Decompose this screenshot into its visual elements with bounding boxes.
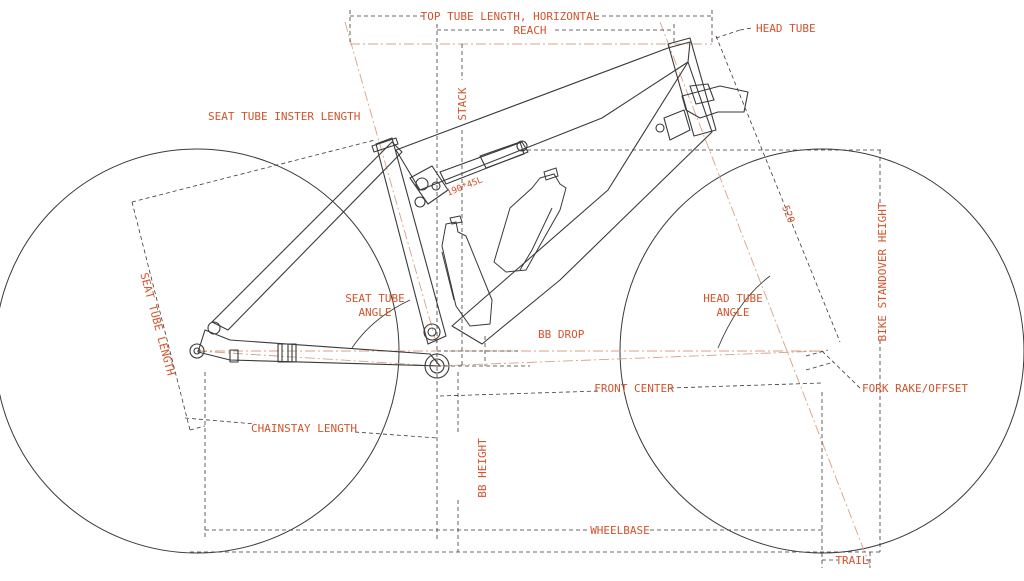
reach-label: REACH <box>513 24 546 37</box>
bb-drop-label: BB DROP <box>538 328 585 341</box>
fork-length-label: 520 <box>779 204 796 225</box>
angle-arcs <box>351 275 771 349</box>
seat-tube-angle-label: SEAT TUBE <box>345 292 405 305</box>
water-bottle-seat-tube <box>441 215 493 327</box>
top-tube-length-label: TOP TUBE LENGTH, HORIZONTAL <box>421 10 600 23</box>
seat-tube-insert-length-label: SEAT TUBE INSTER LENGTH <box>208 110 360 123</box>
trail-label: TRAIL <box>835 554 868 567</box>
dimension-lines <box>131 10 884 568</box>
bike-standover-height-label: BIKE STANDOVER HEIGHT <box>876 202 889 341</box>
head-tube-angle-label: HEAD TUBE <box>703 292 763 305</box>
geometry-centerlines <box>196 21 871 567</box>
stack-label: STACK <box>456 87 469 120</box>
water-bottle-down-tube <box>493 167 567 273</box>
chainstay-length-label: CHAINSTAY LENGTH <box>251 422 357 435</box>
bb-height-label: BB HEIGHT <box>476 438 489 498</box>
head-tube-angle-label-line2: ANGLE <box>716 306 749 319</box>
wheelbase-label: WHEELBASE <box>590 524 650 537</box>
bike-frame <box>189 37 749 379</box>
head-tube-label: HEAD TUBE <box>756 22 816 35</box>
seat-tube-angle-label-line2: ANGLE <box>358 306 391 319</box>
shock-size-label: 190*45L <box>445 175 484 198</box>
seat-tube-length-label: SEAT TUBE LENGTH <box>137 271 177 377</box>
fork-rake-offset-label: FORK RAKE/OFFSET <box>862 382 968 395</box>
front-center-label: FRONT CENTER <box>594 382 674 395</box>
